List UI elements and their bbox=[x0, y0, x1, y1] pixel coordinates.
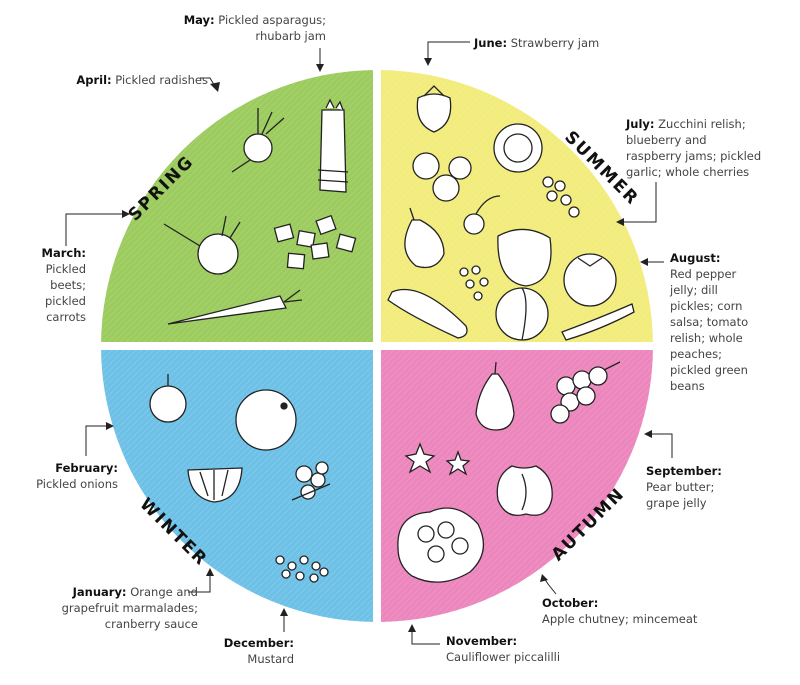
march-text2: beets; bbox=[50, 278, 86, 292]
cherry-icon bbox=[463, 195, 501, 235]
december-text1: Mustard bbox=[247, 652, 294, 666]
annotation-january: January: Orange and grapefruit marmalade… bbox=[20, 584, 198, 632]
august-text3: pickles; corn bbox=[670, 299, 743, 313]
asparagus-icon bbox=[317, 98, 349, 193]
orange-slice-icon bbox=[187, 467, 243, 503]
august-text2: jelly; dill bbox=[670, 283, 718, 297]
august-text6: peaches; bbox=[670, 347, 722, 361]
month-april: April: bbox=[76, 73, 112, 87]
grapes-icon bbox=[550, 361, 621, 424]
april-text1: Pickled radishes bbox=[115, 73, 208, 87]
january-text3: cranberry sauce bbox=[104, 617, 198, 631]
month-december: December: bbox=[223, 636, 294, 650]
green-bean-icon bbox=[561, 303, 635, 341]
january-text2: grapefruit marmalades; bbox=[61, 601, 198, 615]
peach-icon bbox=[495, 287, 549, 341]
star-anise-icon bbox=[404, 442, 471, 476]
tomato-icon bbox=[563, 253, 617, 307]
grapefruit-icon bbox=[235, 389, 297, 451]
mustard-seeds-icon bbox=[275, 555, 329, 583]
month-october: October: bbox=[542, 596, 599, 610]
beet-icon bbox=[163, 215, 241, 275]
month-february: February: bbox=[55, 461, 118, 475]
apple-icon bbox=[496, 465, 553, 517]
february-text1: Pickled onions bbox=[36, 477, 118, 491]
month-september: September: bbox=[646, 464, 722, 478]
annotation-july: July: Zucchini relish; blueberry and ras… bbox=[626, 116, 796, 180]
july-text4: garlic; whole cherries bbox=[626, 165, 750, 179]
cucumber-icon bbox=[387, 288, 468, 339]
annotation-october: October: Apple chutney; mincemeat bbox=[542, 595, 742, 627]
june-text1: Strawberry jam bbox=[510, 36, 600, 50]
july-text1: Zucchini relish; bbox=[658, 117, 746, 131]
annotation-arrows bbox=[65, 41, 673, 645]
blueberry-icon bbox=[542, 176, 580, 218]
august-text8: beans bbox=[670, 379, 705, 393]
march-text4: carrots bbox=[46, 310, 86, 324]
annotation-february: February: Pickled onions bbox=[14, 460, 118, 492]
september-text1: Pear butter; bbox=[646, 480, 715, 494]
august-text1: Red pepper bbox=[670, 267, 737, 281]
may-text2: rhubarb jam bbox=[255, 29, 326, 43]
month-november: November: bbox=[446, 634, 518, 648]
rhubarb-icon bbox=[273, 214, 357, 270]
month-august: August: bbox=[670, 251, 721, 265]
july-text3: raspberry jams; pickled bbox=[626, 149, 762, 163]
annotation-march: March: Pickled beets; pickled carrots bbox=[20, 245, 86, 325]
raspberry-icon bbox=[412, 152, 472, 202]
onion-icon bbox=[149, 374, 187, 423]
annotation-september: September: Pear butter; grape jelly bbox=[646, 463, 786, 511]
january-text1: Orange and bbox=[130, 585, 198, 599]
illustrations bbox=[149, 85, 635, 583]
annotation-december: December: Mustard bbox=[190, 635, 294, 667]
cauliflower-icon bbox=[397, 507, 485, 583]
november-text1: Cauliflower piccalilli bbox=[446, 650, 561, 664]
october-text1: Apple chutney; mincemeat bbox=[542, 612, 698, 626]
carrot-icon bbox=[167, 289, 303, 325]
march-text3: pickled bbox=[44, 294, 86, 308]
zucchini-slice-icon bbox=[493, 123, 543, 173]
cranberry-icon bbox=[291, 461, 331, 501]
strawberry-icon bbox=[416, 85, 452, 133]
annotation-june: June: Strawberry jam bbox=[474, 35, 634, 51]
march-text1: Pickled bbox=[45, 262, 86, 276]
annotation-november: November: Cauliflower piccalilli bbox=[446, 633, 626, 665]
july-text2: blueberry and bbox=[626, 133, 707, 147]
annotation-august: August: Red pepper jelly; dill pickles; … bbox=[670, 250, 794, 394]
month-june: June: bbox=[474, 36, 508, 50]
august-text7: pickled green bbox=[670, 363, 748, 377]
red-pepper-icon bbox=[497, 228, 552, 287]
september-text2: grape jelly bbox=[646, 496, 707, 510]
garlic-icon bbox=[404, 207, 445, 269]
august-text5: relish; whole bbox=[670, 331, 743, 345]
month-march: March: bbox=[41, 246, 86, 260]
august-text4: salsa; tomato bbox=[670, 315, 749, 329]
month-july: July: bbox=[626, 117, 655, 131]
radish-icon bbox=[231, 108, 285, 173]
annotation-may: May: Pickled asparagus; rhubarb jam bbox=[150, 12, 326, 44]
month-may: May: bbox=[183, 13, 215, 27]
pear-icon bbox=[475, 361, 515, 431]
annotation-april: April: Pickled radishes bbox=[60, 72, 208, 88]
corn-kernels-icon bbox=[459, 265, 489, 301]
month-january: January: bbox=[72, 585, 127, 599]
may-text1: Pickled asparagus; bbox=[218, 13, 326, 27]
